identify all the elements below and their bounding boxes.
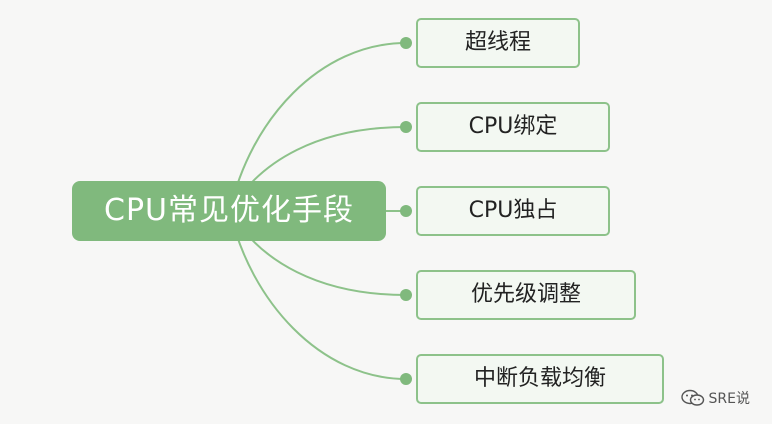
- connector-dot-3: [400, 205, 412, 217]
- child-node-irq-balance[interactable]: 中断负载均衡: [416, 354, 664, 404]
- child-node-cpu-exclusive[interactable]: CPU独占: [416, 186, 610, 236]
- child-node-priority-adjust[interactable]: 优先级调整: [416, 270, 636, 320]
- connector-5: [229, 210, 407, 380]
- wechat-icon: [680, 389, 705, 407]
- connector-dot-5: [400, 373, 412, 385]
- watermark-text: SRE说: [708, 391, 750, 407]
- child-node-hyperthreading[interactable]: 超线程: [416, 18, 580, 68]
- connector-dot-4: [400, 289, 412, 301]
- connector-1: [229, 42, 407, 212]
- watermark: SRE说: [680, 388, 750, 408]
- connector-dot-2: [400, 121, 412, 133]
- connector-dot-1: [400, 37, 412, 49]
- root-node[interactable]: CPU常见优化手段: [72, 181, 386, 241]
- child-node-cpu-binding[interactable]: CPU绑定: [416, 102, 610, 152]
